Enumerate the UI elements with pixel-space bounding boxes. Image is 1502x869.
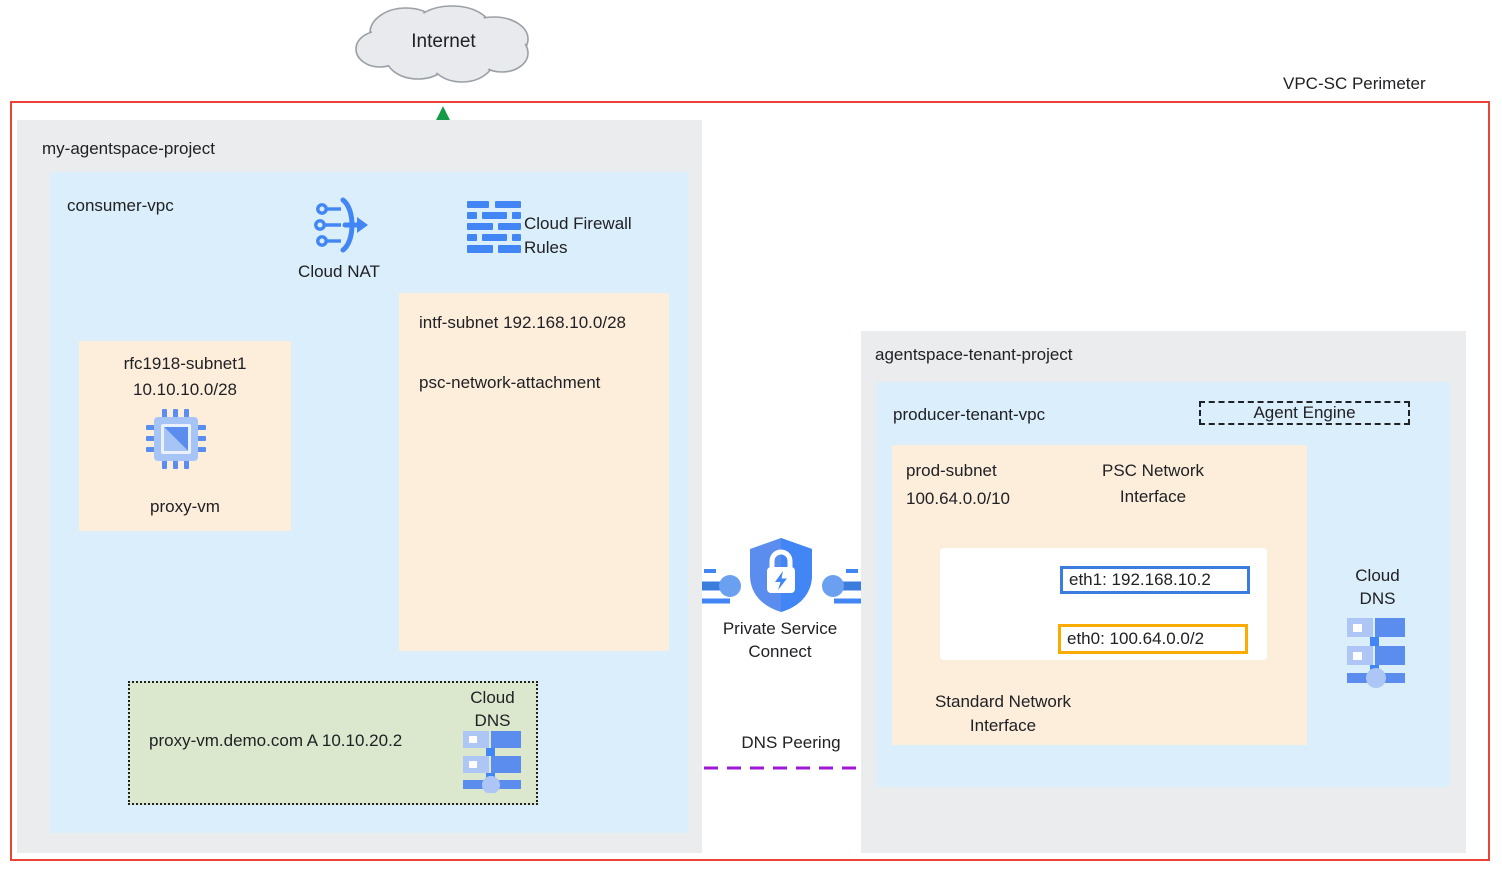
std-nic-annotation-line2: Interface xyxy=(969,716,1037,735)
subnet-rfc1918-line1: rfc1918-subnet1 xyxy=(123,354,247,373)
agent-engine-box: Agent Engine xyxy=(1199,401,1410,425)
std-nic-annotation-line1: Standard Network xyxy=(934,692,1072,711)
vpc-consumer-label: consumer-vpc xyxy=(67,196,174,215)
subnet-intf-subnet xyxy=(399,293,669,651)
cloud-firewall-label-line2: Rules xyxy=(524,238,568,257)
project-left-label: my-agentspace-project xyxy=(42,139,215,158)
cloud-dns-icon xyxy=(1345,616,1409,688)
subnet-prod-line2: 100.64.0.0/10 xyxy=(906,489,1010,508)
cloud-dns-left-label-line1: Cloud xyxy=(470,688,515,707)
nic-eth0[interactable]: eth0: 100.64.0.0/2 xyxy=(1058,624,1248,654)
vpc-sc-perimeter-box xyxy=(10,101,1490,861)
vpc-sc-perimeter-label: VPC-SC Perimeter xyxy=(1283,74,1426,93)
firewall-brick-icon xyxy=(465,200,523,256)
nic-eth1[interactable]: eth1: 192.168.10.2 xyxy=(1060,566,1250,594)
cloud-nat-icon xyxy=(307,195,371,257)
dns-peering-label: DNS Peering xyxy=(741,733,841,752)
cloud-firewall-label-line1: Cloud Firewall xyxy=(524,214,632,233)
cloud-dns-record: proxy-vm.demo.com A 10.10.20.2 xyxy=(149,731,403,750)
cloud-dns-left-label-line2: DNS xyxy=(474,711,511,730)
agent-engine-label: Agent Engine xyxy=(1253,403,1356,422)
internet-label: Internet xyxy=(411,31,476,52)
project-right-label: agentspace-tenant-project xyxy=(875,345,1073,364)
psc-nic-annotation-line1: PSC Network xyxy=(1101,461,1205,480)
vpc-producer-label: producer-tenant-vpc xyxy=(893,405,1046,424)
cloud-dns-icon xyxy=(461,729,525,794)
psc-label-line2: Connect xyxy=(748,642,812,661)
psc-label-line1: Private Service xyxy=(722,619,838,638)
subnet-prod-line1: prod-subnet xyxy=(906,461,997,480)
subnet-rfc1918-line2: 10.10.10.0/28 xyxy=(133,380,237,399)
cloud-icon xyxy=(352,5,535,87)
subnet-intf-line2: psc-network-attachment xyxy=(419,373,601,392)
cloud-dns-right-label-line1: Cloud xyxy=(1355,566,1400,585)
proxy-vm-label: proxy-vm xyxy=(150,497,220,516)
subnet-intf-line1: intf-subnet 192.168.10.0/28 xyxy=(419,313,626,332)
psc-nic-annotation-line2: Interface xyxy=(1119,487,1187,506)
cloud-nat-label: Cloud NAT xyxy=(298,262,380,281)
shield-lock-bolt-icon xyxy=(748,537,814,613)
cpu-chip-icon xyxy=(146,409,206,469)
cloud-dns-right-label-line2: DNS xyxy=(1359,589,1396,608)
